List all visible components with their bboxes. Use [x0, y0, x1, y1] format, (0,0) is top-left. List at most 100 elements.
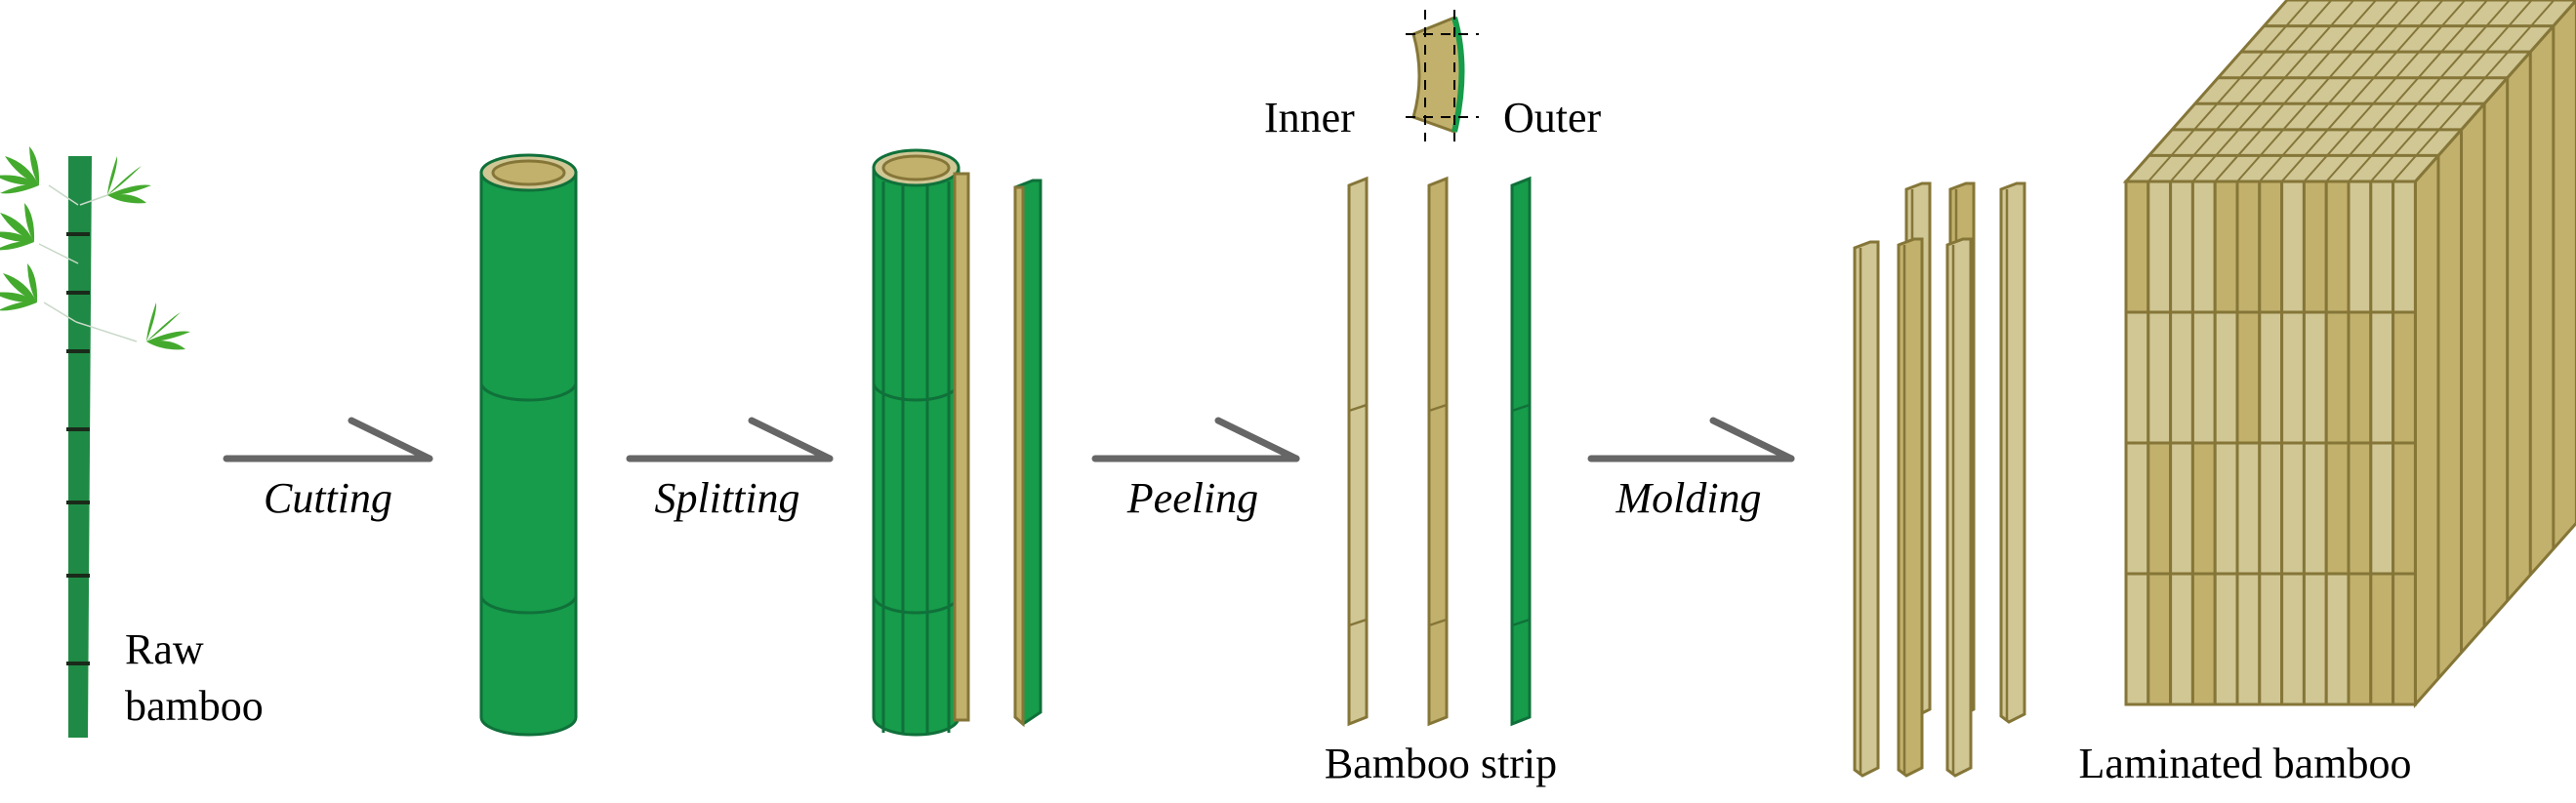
- laminated-strip-cell: [2347, 180, 2373, 314]
- outer-skin: [1452, 17, 1465, 133]
- bamboo-leaf-icon: [27, 263, 38, 302]
- laminated-strip-cell: [2213, 180, 2239, 314]
- bamboo-strips: [1347, 176, 1532, 727]
- leaf-cluster: [107, 156, 151, 204]
- cylinder-body: [479, 171, 578, 737]
- branch: [38, 243, 79, 264]
- laminated-strip-cell: [2235, 441, 2262, 576]
- bamboo-leaf-icon: [146, 312, 181, 341]
- laminated-strip-cell: [2235, 180, 2262, 314]
- laminated-strip-cell: [2124, 572, 2150, 706]
- laminated-strip-cell: [2324, 180, 2351, 314]
- bamboo-strip-pale: [1347, 176, 1369, 727]
- arrow-head: [1214, 417, 1300, 462]
- bamboo-strip-tan: [1427, 176, 1449, 727]
- top-column-line: [2214, 0, 2377, 182]
- strip-body: [1510, 176, 1532, 727]
- strip-body: [1897, 237, 1924, 778]
- bamboo-leaf-icon: [107, 184, 151, 196]
- laminated-strip-cell: [2347, 441, 2373, 576]
- right-arrow-icon: [626, 417, 834, 462]
- laminated-strip-cell: [2124, 310, 2150, 445]
- bamboo-strip-green: [1510, 176, 1532, 727]
- branch: [79, 194, 108, 206]
- split-bamboo-culm: [872, 148, 1043, 737]
- strip-joint: [1428, 618, 1448, 627]
- top-column-line: [2191, 0, 2355, 182]
- strip-joint: [1428, 403, 1448, 413]
- molding-strip: [1945, 237, 1973, 778]
- laminated-strip-cell: [2302, 180, 2328, 314]
- laminated-strip-cell: [2392, 572, 2417, 706]
- laminated-strip-cell: [2324, 572, 2351, 706]
- arrow-label-splitting: Splitting: [654, 474, 799, 522]
- top-column-line: [2147, 0, 2310, 182]
- right-arrow-icon: [223, 417, 433, 462]
- molding-strips: [1853, 181, 2026, 778]
- laminated-strip-cell: [2347, 572, 2373, 706]
- strip-cross-section: [1406, 10, 1479, 141]
- cylinder-hole: [491, 159, 566, 186]
- bamboo-leaf-icon: [0, 213, 34, 242]
- laminated-strip-cell: [2190, 310, 2217, 445]
- laminated-strip-cell: [2392, 180, 2417, 314]
- laminated-strip-cell: [2124, 180, 2150, 314]
- inner-label: Inner: [1264, 94, 1355, 141]
- raw-bamboo-label-line1: Raw: [125, 625, 204, 673]
- strip-joint: [1348, 618, 1368, 627]
- outer-label: Outer: [1503, 94, 1602, 141]
- bamboo-leaf-icon: [0, 301, 37, 311]
- laminated-bamboo-label: Laminated bamboo: [2079, 740, 2412, 787]
- adjoining-strip: [953, 172, 970, 722]
- laminated-strip-cell: [2258, 572, 2284, 706]
- strip-body: [1427, 176, 1449, 727]
- leaf-cluster: [146, 302, 190, 350]
- top-column-line: [2348, 0, 2511, 182]
- arrow-label-peeling: Peeling: [1126, 474, 1258, 522]
- top-column-line: [2236, 0, 2399, 182]
- laminated-strip-cell: [2369, 310, 2395, 445]
- bamboo-stem: [68, 156, 92, 738]
- leaf-cluster: [0, 263, 38, 311]
- laminated-bamboo-block: [2122, 0, 2576, 708]
- laminated-strip-cell: [2213, 572, 2239, 706]
- strip-body: [1945, 237, 1973, 778]
- laminated-strip-cell: [2324, 310, 2351, 445]
- bamboo-leaf-icon: [107, 156, 118, 195]
- bamboo-leaf-icon: [146, 331, 190, 342]
- right-arrow-icon: [1587, 417, 1795, 462]
- bamboo-leaf-icon: [29, 146, 40, 185]
- bamboo-leaf-icon: [146, 341, 185, 350]
- bamboo-leaf-icon: [3, 273, 37, 302]
- raw-bamboo-illustration: [0, 146, 190, 738]
- laminated-strip-cell: [2258, 180, 2284, 314]
- laminated-strip-cell: [2280, 441, 2306, 576]
- strip-body: [1999, 181, 2026, 724]
- laminated-strip-cell: [2169, 572, 2194, 706]
- leaf-cluster: [0, 146, 40, 194]
- laminated-strip-cell: [2347, 310, 2373, 445]
- bamboo-leaf-icon: [0, 292, 37, 303]
- separated-strip-edge: [1013, 185, 1025, 728]
- laminated-strip-cell: [2280, 180, 2306, 314]
- laminated-strip-cell: [2147, 441, 2173, 576]
- laminated-strip-cell: [2169, 180, 2194, 314]
- bamboo-leaf-icon: [0, 175, 39, 186]
- laminated-strip-cell: [2190, 180, 2217, 314]
- top-column-line: [2303, 0, 2467, 182]
- laminated-strip-cell: [2392, 310, 2417, 445]
- top-column-line: [2325, 0, 2488, 182]
- top-column-line: [2169, 0, 2333, 182]
- laminated-strip-cell: [2124, 441, 2150, 576]
- bamboo-leaf-icon: [146, 302, 157, 341]
- laminated-strip-cell: [2235, 310, 2262, 445]
- bamboo-strip-label: Bamboo strip: [1325, 740, 1557, 787]
- bamboo-leaf-icon: [0, 241, 34, 251]
- arrow-label-cutting: Cutting: [264, 474, 392, 522]
- laminated-strip-cell: [2258, 441, 2284, 576]
- split-hole: [881, 154, 951, 181]
- laminated-strip-cell: [2302, 441, 2328, 576]
- bamboo-leaf-icon: [0, 184, 39, 194]
- laminated-strip-cell: [2302, 572, 2328, 706]
- laminated-strip-cell: [2190, 441, 2217, 576]
